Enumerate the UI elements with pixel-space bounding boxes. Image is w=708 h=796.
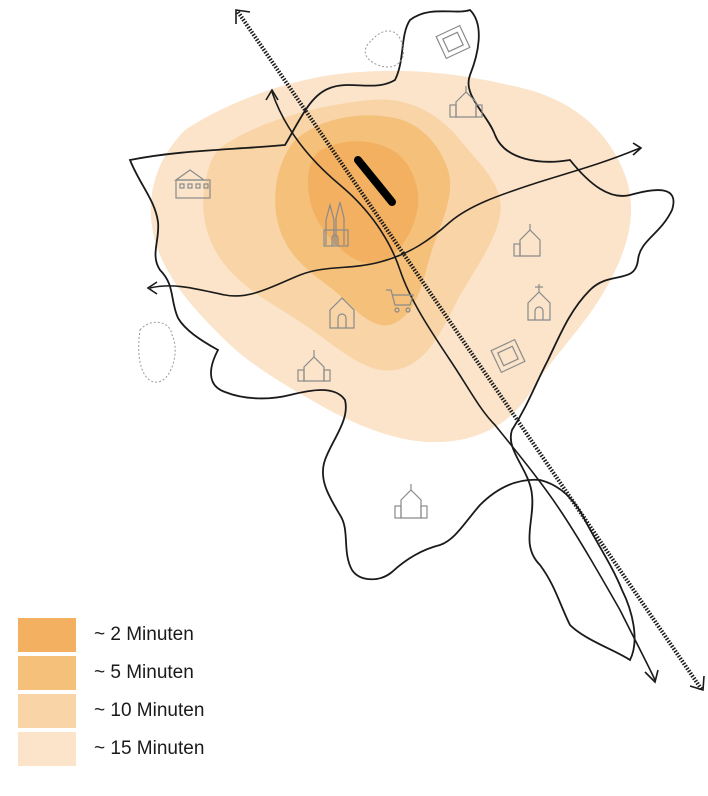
park-icon (364, 30, 404, 68)
school-icon (394, 484, 428, 519)
train-station (354, 156, 396, 206)
legend-item-15-min: ~ 15 Minuten (18, 732, 204, 766)
legend-item-2-min: ~ 2 Minuten (18, 618, 194, 652)
legend-swatch-2-min (18, 618, 76, 652)
town-hall-icon (174, 169, 211, 199)
municipality-boundary (128, 8, 675, 662)
legend-label: ~ 2 Minuten (94, 624, 194, 645)
church-icon (513, 224, 541, 257)
legend-label: ~ 15 Minuten (94, 738, 205, 759)
legend-item-10-min: ~ 10 Minuten (18, 694, 204, 728)
sports-field-icon (435, 24, 471, 60)
road-north-south (271, 91, 656, 681)
legend-swatch-10-min (18, 694, 76, 728)
legend-label: ~ 5 Minuten (94, 662, 194, 683)
road-west-east (149, 147, 641, 297)
legend-item-5-min: ~ 5 Minuten (18, 656, 194, 690)
park-icon (138, 321, 176, 383)
legend-swatch-15-min (18, 732, 76, 766)
chapel-icon (329, 297, 355, 329)
legend-label: ~ 10 Minuten (94, 700, 205, 721)
railway-line (236, 10, 704, 692)
shopping-cart-icon (386, 289, 414, 313)
legend-swatch-5-min (18, 656, 76, 690)
cathedral-icon (323, 201, 349, 247)
church-icon (297, 350, 331, 382)
church-icon (449, 86, 483, 118)
chapel-icon (527, 284, 551, 321)
sports-field-icon (490, 338, 526, 374)
